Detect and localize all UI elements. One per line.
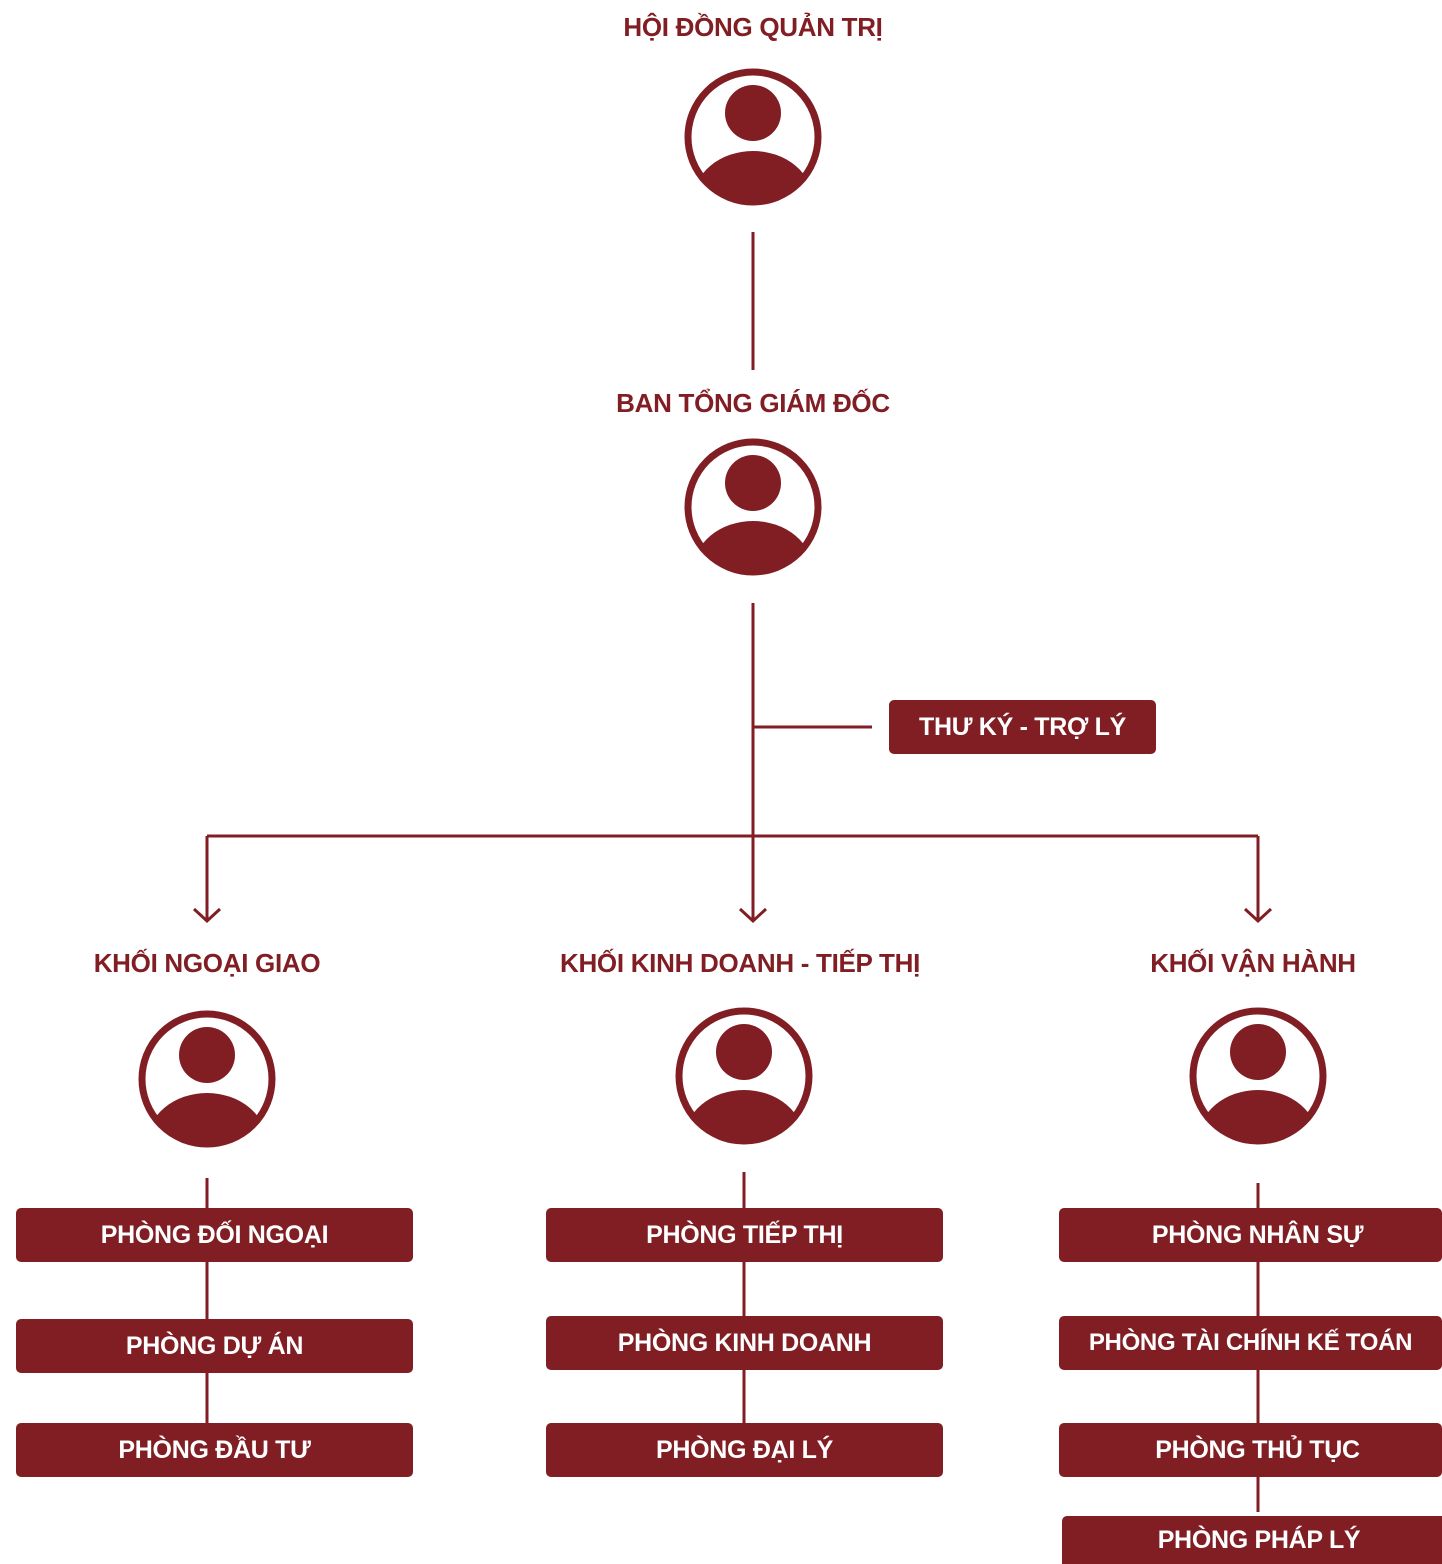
block-title-business-marketing: KHỐI KINH DOANH - TIẾP THỊ bbox=[559, 948, 921, 978]
block-title-foreign-affairs: KHỐI NGOẠI GIAO bbox=[93, 948, 321, 978]
department-box: PHÒNG ĐỐI NGOẠI bbox=[16, 1208, 413, 1262]
user-avatar-icon bbox=[138, 1010, 276, 1148]
department-box: PHÒNG NHÂN SỰ bbox=[1059, 1208, 1442, 1262]
management-title: BAN TỔNG GIÁM ĐỐC bbox=[616, 388, 890, 418]
user-avatar-icon bbox=[1189, 1007, 1327, 1145]
assistant-box: THƯ KÝ - TRỢ LÝ bbox=[889, 700, 1156, 754]
department-box: PHÒNG ĐẠI LÝ bbox=[546, 1423, 943, 1477]
arrowhead-right bbox=[1243, 907, 1273, 924]
department-box: PHÒNG THỦ TỤC bbox=[1059, 1423, 1442, 1477]
block-title-operations: KHỐI VẬN HÀNH bbox=[1150, 948, 1356, 978]
department-box: PHÒNG PHÁP LÝ bbox=[1062, 1516, 1442, 1564]
board-title: HỘI ĐỒNG QUẢN TRỊ bbox=[623, 12, 883, 42]
user-avatar-icon bbox=[684, 438, 822, 576]
user-avatar-icon bbox=[675, 1007, 813, 1145]
user-avatar-icon bbox=[684, 68, 822, 206]
department-box: PHÒNG TIẾP THỊ bbox=[546, 1208, 943, 1262]
department-box: PHÒNG TÀI CHÍNH KẾ TOÁN bbox=[1059, 1316, 1442, 1370]
department-box: PHÒNG KINH DOANH bbox=[546, 1316, 943, 1370]
arrowhead-left bbox=[192, 907, 222, 924]
department-box: PHÒNG DỰ ÁN bbox=[16, 1319, 413, 1373]
arrowhead-center bbox=[738, 907, 768, 924]
department-box: PHÒNG ĐẦU TƯ bbox=[16, 1423, 413, 1477]
